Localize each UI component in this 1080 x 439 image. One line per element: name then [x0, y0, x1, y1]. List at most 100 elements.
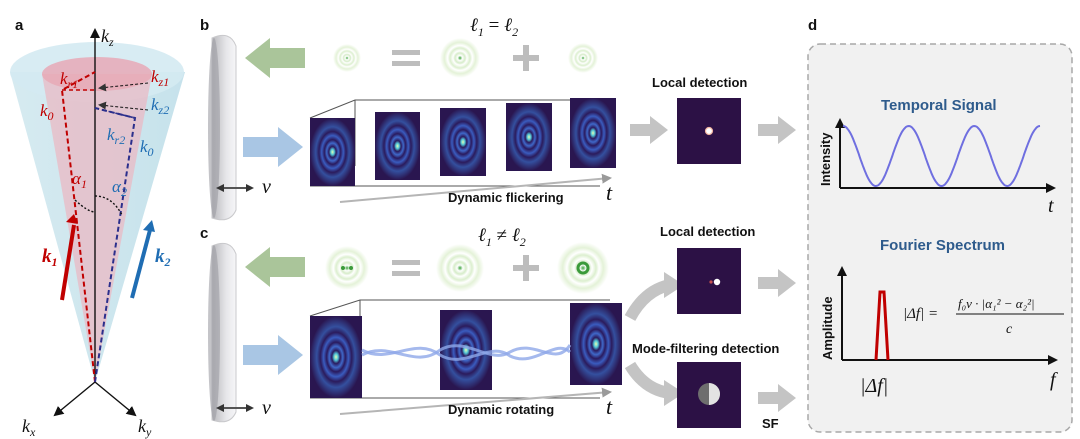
panel-letter-b: b — [200, 17, 209, 34]
mode-icon-c3 — [557, 242, 609, 294]
kz2-pointer — [98, 101, 149, 111]
mode-icon-c2 — [436, 244, 484, 292]
panel-letter-a: a — [15, 17, 24, 34]
velocity-label-b: v — [262, 176, 271, 198]
arrow-to-mode-filter-c-head — [664, 380, 684, 406]
rotation-helix-b — [361, 346, 572, 361]
k2-label: k2 — [155, 246, 171, 269]
velocity-label-c: v — [262, 397, 271, 419]
panel-b: b v ℓ1 = ℓ2 t Dynamic flickering — [200, 15, 796, 221]
fourier-ylabel: Amplitude — [820, 296, 835, 360]
local-detection-label-b: Local detection — [652, 75, 747, 90]
plus-v-c — [523, 255, 529, 281]
k1-label: k1 — [42, 246, 58, 269]
frame-b2 — [375, 112, 420, 180]
kz-label: kz — [101, 26, 114, 49]
caption-dynamic-flickering: Dynamic flickering — [448, 190, 564, 205]
k2-arrow — [130, 229, 152, 299]
mode-filter-disc-half — [709, 383, 720, 405]
kz1-label: kz1 — [151, 67, 169, 89]
incident-beam-arrow-b — [243, 127, 303, 167]
time-label-b: t — [606, 180, 613, 205]
detection-spot-c-side — [709, 280, 713, 284]
panel-d: d Temporal Signal Intensity t Fourier Sp… — [807, 17, 1073, 433]
detection-spot-c — [713, 278, 721, 286]
temporal-xlabel: t — [1048, 195, 1054, 217]
k0-left-label: k0 — [40, 101, 54, 123]
detection-spot-b — [704, 126, 714, 136]
frame-b4 — [506, 103, 552, 171]
temporal-signal-curve — [842, 124, 1041, 188]
k0-red-dashed — [60, 71, 96, 383]
k1-arrow — [60, 224, 76, 301]
fourier-xlabel: f — [1050, 369, 1058, 391]
spectrum-peak — [874, 290, 890, 361]
equation-b: ℓ1 = ℓ2 — [470, 15, 518, 39]
arrow-to-spectrum-c — [758, 269, 796, 297]
ky-axis — [94, 381, 137, 417]
kx-label: kx — [22, 416, 36, 439]
time-arrow-b — [339, 173, 612, 203]
formula-lhs: |Δf| = — [903, 306, 938, 322]
kr2-label: kr2 — [107, 125, 125, 147]
k1-arrow-head — [66, 214, 78, 224]
mode-icon-c1-lobe-left — [341, 266, 345, 270]
arrow-sf — [758, 384, 796, 412]
alpha2-label: α2 — [112, 177, 127, 199]
peak-label: |Δf| — [860, 375, 888, 397]
panel-c: c v ℓ1 ≠ ℓ2 t Dynamic rotating — [200, 224, 796, 431]
panel-a: a kz kx ky kr1 kz1 k0 kz2 kr2 — [10, 17, 185, 439]
incident-beam-arrow-c — [243, 335, 303, 375]
temporal-title: Temporal Signal — [881, 97, 997, 114]
local-detection-image-c — [677, 248, 741, 314]
k0-blue-dashed — [94, 107, 137, 383]
rotation-helix-a — [361, 344, 572, 359]
frame-b3 — [440, 108, 486, 176]
k0-right-label: k0 — [140, 137, 154, 159]
arrow-to-signal-b — [758, 116, 796, 144]
time-arrow-c — [339, 387, 612, 415]
fourier-title: Fourier Spectrum — [880, 237, 1005, 254]
mode-icon-c1 — [325, 246, 369, 290]
kz1-pointer — [98, 82, 149, 92]
alpha2-arc — [94, 195, 123, 216]
mode-icon-b2 — [440, 38, 480, 78]
sf-label: SF — [762, 416, 779, 431]
panel-d-frame — [807, 43, 1073, 433]
kr1-label: kr1 — [60, 69, 78, 91]
mode-filtering-label: Mode-filtering detection — [632, 341, 779, 356]
equals-top-c — [392, 260, 420, 265]
kz2-label: kz2 — [151, 95, 169, 117]
formula-numerator: f₀v · |α₁² − α₂²| — [958, 296, 1035, 311]
frame-c2 — [440, 310, 492, 390]
mode-icon-b1 — [333, 44, 361, 72]
panel-letter-c: c — [200, 225, 208, 242]
inner-cone-top — [42, 57, 152, 91]
plus-v-b — [523, 45, 529, 71]
equals-bottom-c — [392, 271, 420, 276]
frame-b5 — [570, 98, 616, 168]
arrow-to-detection-b — [630, 116, 668, 144]
mode-icon-b3 — [568, 43, 598, 73]
k2-arrow-head — [143, 220, 155, 232]
formula-denominator: c — [1006, 322, 1013, 337]
frame-b1 — [310, 118, 355, 186]
equals-bottom-b — [392, 61, 420, 66]
frame-c3 — [570, 303, 622, 385]
arrow-to-local-detection-c-head — [664, 272, 684, 298]
alpha1-label: α1 — [72, 169, 87, 191]
kx-axis — [53, 381, 96, 417]
plate-edge-c — [208, 245, 220, 421]
equation-c: ℓ1 ≠ ℓ2 — [478, 225, 526, 249]
time-label-c: t — [606, 394, 613, 419]
mode-icon-c3-ring — [576, 261, 590, 275]
mode-icon-c1-lobe-right — [349, 266, 353, 270]
plate-edge-b — [208, 38, 220, 218]
ky-label: ky — [138, 416, 152, 439]
local-detection-label-c: Local detection — [660, 224, 755, 239]
panel-letter-d: d — [808, 17, 817, 34]
reflected-beam-arrow-c — [245, 247, 305, 287]
frame-c1 — [310, 316, 362, 398]
temporal-ylabel: Intensity — [818, 132, 833, 186]
